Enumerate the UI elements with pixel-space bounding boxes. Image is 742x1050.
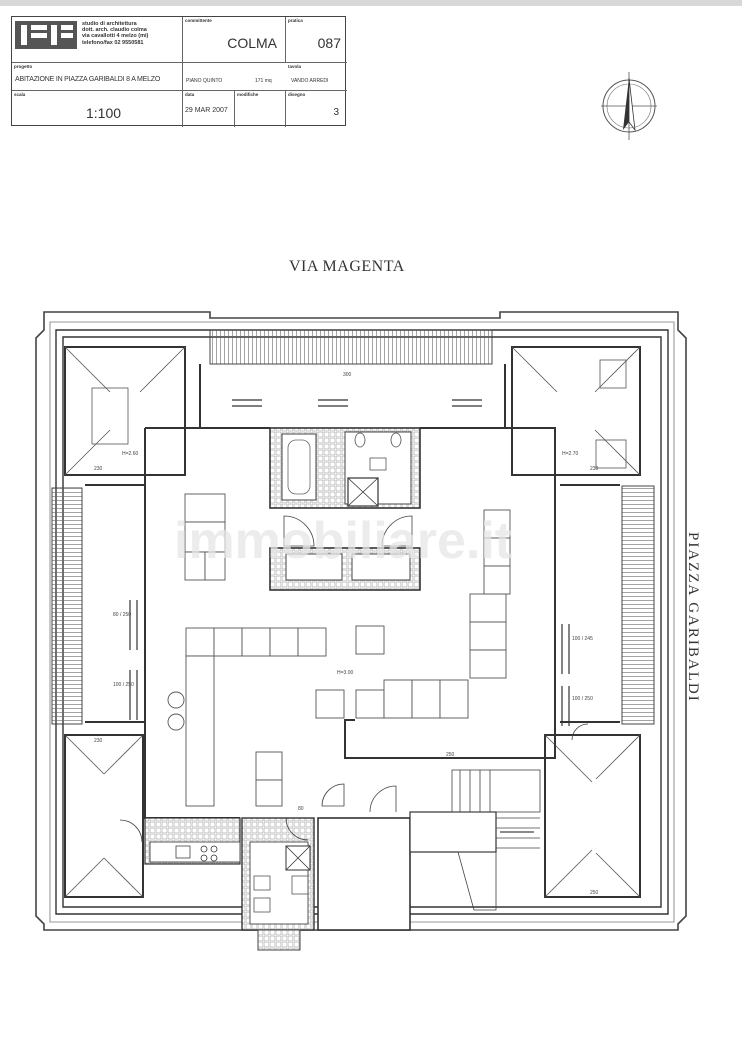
partition-walls: [85, 364, 620, 723]
kitchen-sink-icon: [175, 845, 191, 859]
north-arrow-icon: [601, 72, 657, 140]
dim-top-span: 300: [343, 372, 352, 378]
studio-cell: studio di architettura dott. arch. claud…: [12, 17, 183, 63]
cornice-outline: [35, 311, 687, 931]
room-top-right: [511, 346, 641, 476]
staircase: [451, 769, 541, 911]
door-swing: [283, 515, 315, 547]
pratica-cell: pratica 087: [286, 17, 347, 63]
north-roof-strip: [209, 329, 493, 365]
studio-line: telefono/fax 02 9550581: [82, 39, 144, 46]
watermark: immobiliare.it: [174, 512, 512, 570]
modifiche-label: modifiche: [237, 92, 259, 97]
window-left-2: 100 / 250: [113, 682, 134, 688]
toilet-icon: [354, 432, 366, 448]
door-swing: [369, 785, 397, 813]
door-swing: [381, 515, 413, 547]
bathtub-basin: [287, 439, 311, 495]
bathtub: [281, 433, 317, 501]
title-block: studio di architettura dott. arch. claud…: [11, 16, 347, 127]
window-right-2: 100 / 250: [572, 696, 593, 702]
corner-dim-tl: 230: [94, 466, 103, 472]
door-swing: [321, 783, 345, 807]
room-top-left: [64, 346, 186, 476]
stool-icon: [167, 713, 185, 731]
piano-value: PIANO QUINTO: [186, 78, 223, 84]
tavola-cell: tavola PIANO QUINTO 171 mq VANDO ARREDI: [183, 63, 347, 91]
tavola-label: tavola: [288, 64, 302, 69]
studio-line: studio di architettura: [82, 21, 137, 27]
main-room-walls: [144, 427, 556, 819]
street-east-label: PIAZZA GARIBALDI: [685, 532, 701, 703]
door-swing: [571, 723, 589, 741]
east-roof-strip: [621, 485, 655, 725]
ceiling-right: H=2.70: [562, 451, 578, 457]
progetto-value: ABITAZIONE IN PIAZZA GARIBALDI 8 A MELZO: [15, 76, 161, 83]
living-modules: [184, 493, 511, 807]
tavola-note-value: VANDO ARREDI: [291, 78, 329, 84]
window-right-1: 100 / 245: [572, 636, 593, 642]
committente-value: COLMA: [227, 35, 277, 51]
windows: [129, 399, 570, 726]
bidet-icon: [390, 432, 402, 448]
disegno-value: 3: [333, 107, 339, 118]
door-swing: [119, 819, 143, 843]
disegno-cell: disegno 3: [286, 91, 347, 127]
stool-icon: [167, 691, 185, 709]
progetto-label: progetto: [14, 64, 33, 69]
scala-cell: scala 1:100: [12, 91, 183, 127]
progetto-cell: progetto ABITAZIONE IN PIAZZA GARIBALDI …: [12, 63, 183, 91]
room-bottom-right: [544, 734, 641, 898]
west-roof-strip: [51, 487, 83, 725]
pratica-value: 087: [317, 35, 341, 51]
sink-icon: [369, 457, 387, 471]
pratica-label: pratica: [288, 18, 303, 23]
data-label: data: [185, 92, 195, 97]
door-width: 80: [298, 806, 304, 812]
ceiling-main: H=3.00: [337, 670, 353, 676]
mq-value: 171 mq: [255, 78, 272, 84]
scala-label: scala: [14, 92, 26, 97]
studio-logo-icon: [15, 21, 77, 49]
street-north-label: VIA MAGENTA: [289, 258, 405, 275]
door-swing: [285, 817, 309, 841]
studio-line: dott. arch. claudio colma: [82, 27, 147, 34]
committente-cell: committente COLMA: [183, 17, 286, 63]
ceiling-left: H=2.60: [122, 451, 138, 457]
cornice-inner-line: [49, 321, 675, 923]
disegno-label: disegno: [288, 92, 306, 97]
page-top-border: [0, 0, 742, 6]
corridor-dim: 250: [446, 752, 455, 758]
corner-dim-bl: 230: [94, 738, 103, 744]
landing: [409, 811, 497, 853]
data-cell: data 29 MAR 2007: [183, 91, 235, 127]
data-value: 29 MAR 2007: [185, 107, 228, 114]
studio-info: studio di architettura dott. arch. claud…: [82, 21, 148, 46]
cooktop-icon: [200, 845, 218, 862]
corner-dim-br: 250: [590, 890, 599, 896]
scala-value: 1:100: [86, 105, 122, 121]
committente-label: committente: [185, 18, 212, 23]
modifiche-cell: modifiche: [235, 91, 286, 127]
window-left-1: 80 / 250: [113, 612, 131, 618]
corner-dim-tr: 230: [590, 466, 599, 472]
entrance-hall: [317, 817, 411, 931]
studio-line: via cavallotti 4 melzo (mi): [82, 33, 149, 40]
room-bottom-left: [64, 734, 144, 898]
